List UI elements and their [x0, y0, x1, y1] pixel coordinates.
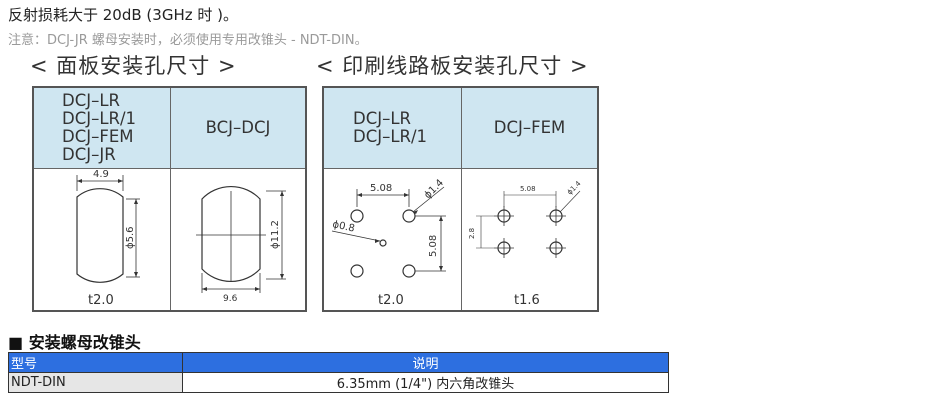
pcb-mount-left-models: DCJ–LR DCJ–LR/1: [324, 88, 462, 169]
dim-vpitch-label: 2.8: [468, 228, 476, 239]
model-label: DCJ–LR/1: [62, 109, 137, 128]
model-label: DCJ–JR: [62, 145, 116, 164]
table-header-cell: 说明: [182, 352, 669, 373]
pcb-mount-drawing: 5.08 ϕ1.4 ϕ0.8 5.08 5.08 ϕ1.4 2.8: [331, 177, 583, 278]
panel-mount-left-models: DCJ–LR DCJ–LR/1 DCJ–FEM DCJ–JR: [34, 88, 171, 169]
intro-note: 注意：DCJ-JR 螺母安装时，必须使用专用改锥头 - NDT-DIN。: [8, 33, 368, 48]
panel-mount-diagram: DCJ–LR DCJ–LR/1 DCJ–FEM DCJ–JR BCJ–DCJ: [32, 86, 307, 312]
column-divider: [170, 88, 171, 310]
dim-hole-label: ϕ1.4: [566, 179, 583, 196]
model-label: DCJ–LR/1: [353, 127, 428, 146]
tool-table: 型号 说明 NDT-DIN 6.35mm (1/4") 内六角改锥头: [8, 352, 669, 393]
dim-vpitch-label: 5.08: [428, 235, 439, 257]
column-divider: [461, 88, 462, 310]
thickness-label: t2.0: [88, 293, 114, 308]
model-label: BCJ–DCJ: [205, 118, 271, 137]
panel-mount-title: < 面板安装孔尺寸 >: [30, 54, 237, 78]
panel-mount-drawing: 4.9 ϕ5.6 ϕ11.2 9.6: [76, 169, 286, 304]
panel-mount-right-model: BCJ–DCJ: [171, 88, 305, 169]
dim-pitch-label: 5.08: [370, 183, 392, 194]
thickness-label: t2.0: [378, 293, 404, 308]
table-header-cell: 型号: [8, 352, 183, 373]
dim-pitch-label: 5.08: [520, 185, 536, 193]
model-label: DCJ–FEM: [62, 127, 134, 146]
dim-diameter-label: ϕ11.2: [270, 220, 281, 249]
intro-return-loss: 反射损耗大于 20dB (3GHz 时 )。: [8, 6, 238, 24]
dim-hole-label: ϕ1.4: [422, 177, 446, 201]
pcb-mount-title: < 印刷线路板安装孔尺寸 >: [316, 54, 589, 78]
model-label: DCJ–FEM: [493, 118, 566, 137]
dim-width-label: 9.6: [223, 294, 238, 304]
pcb-mount-right-model: DCJ–FEM: [462, 88, 597, 169]
model-label: DCJ–LR: [62, 91, 120, 110]
pcb-mount-diagram: DCJ–LR DCJ–LR/1 DCJ–FEM: [322, 86, 599, 312]
dim-width-label: 4.9: [93, 169, 109, 180]
dim-diameter-label: ϕ5.6: [125, 227, 136, 250]
table-header-row: 型号 说明: [8, 352, 669, 373]
table-cell: NDT-DIN: [8, 372, 183, 393]
table-row: NDT-DIN 6.35mm (1/4") 内六角改锥头: [8, 372, 669, 393]
tool-section-title: ■ 安装螺母改锥头: [8, 333, 141, 352]
table-cell: 6.35mm (1/4") 内六角改锥头: [182, 372, 669, 393]
thickness-label: t1.6: [514, 293, 540, 308]
double-d-hole-shape: [201, 186, 261, 282]
d-cut-hole-shape: [76, 188, 124, 283]
dim-pin-label: ϕ0.8: [331, 219, 355, 234]
model-label: DCJ–LR: [353, 109, 411, 128]
